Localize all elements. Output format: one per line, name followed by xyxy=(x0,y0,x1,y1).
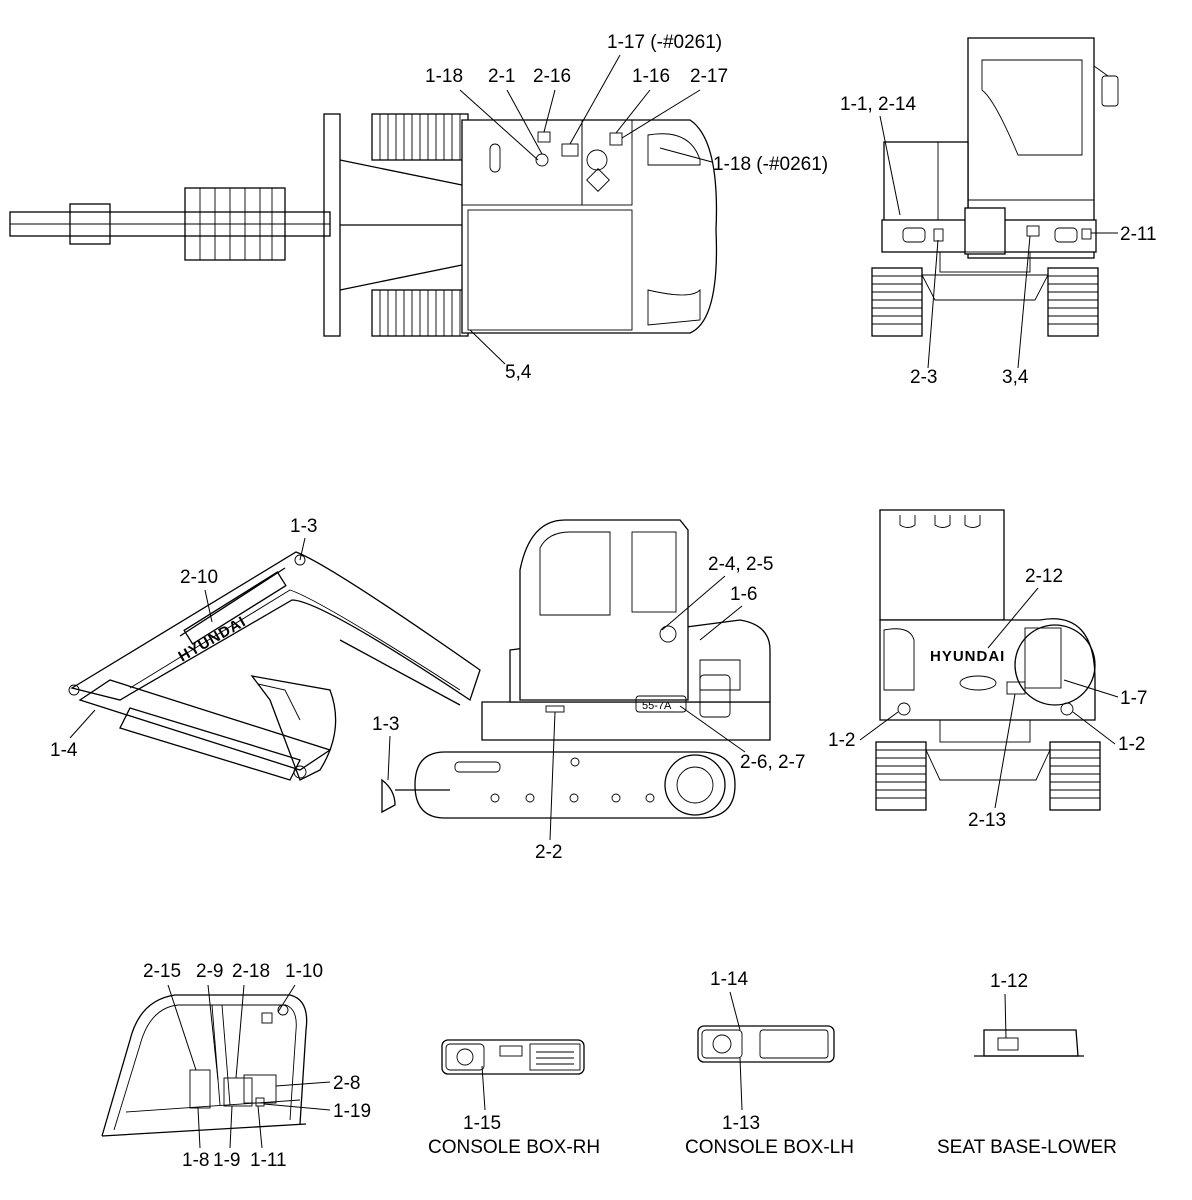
side-view xyxy=(68,519,771,819)
callout-1-7: 1-7 xyxy=(1120,688,1147,709)
callout-1-11: 1-11 xyxy=(250,1150,287,1171)
callout-1-4: 1-4 xyxy=(50,740,78,761)
callout-2-18: 2-18 xyxy=(232,961,270,982)
callout-2-12: 2-12 xyxy=(1025,566,1063,587)
callout-1-16: 1-16 xyxy=(632,66,670,87)
seat-base-lower xyxy=(974,1029,1084,1057)
callout-1-12: 1-12 xyxy=(990,971,1028,992)
cab-interior xyxy=(101,994,308,1137)
callout-2-2: 2-2 xyxy=(535,842,562,863)
callout-2-4-2-5: 2-4, 2-5 xyxy=(708,554,773,575)
callout-3-4: 3,4 xyxy=(1002,367,1029,388)
callout-1-3-blade: 1-3 xyxy=(372,714,399,735)
callout-1-8: 1-8 xyxy=(182,1150,209,1171)
caption-console-box-rh: CONSOLE BOX-RH xyxy=(428,1137,600,1158)
console-box-lh xyxy=(697,1025,835,1063)
callout-2-3: 2-3 xyxy=(910,367,937,388)
callout-1-15: 1-15 xyxy=(463,1113,501,1134)
callout-2-8: 2-8 xyxy=(333,1073,360,1094)
boom-brand-text: HYUNDAI xyxy=(176,613,250,665)
callout-2-11: 2-11 xyxy=(1120,224,1157,245)
callout-1-9: 1-9 xyxy=(213,1150,240,1171)
model-badge: 55-7A xyxy=(642,700,672,712)
callout-5-4: 5,4 xyxy=(505,362,532,383)
callout-1-1-2-14: 1-1, 2-14 xyxy=(840,94,916,115)
callout-2-9: 2-9 xyxy=(196,961,223,982)
callout-1-2-left: 1-2 xyxy=(828,730,855,751)
callout-1-14: 1-14 xyxy=(710,969,748,990)
callout-2-16: 2-16 xyxy=(533,66,571,87)
callout-1-10: 1-10 xyxy=(285,961,323,982)
rear-view-cab xyxy=(871,37,1119,337)
rear-view-labels: 1-1, 2-14 2-11 2-3 3,4 xyxy=(840,94,1157,388)
callout-2-13: 2-13 xyxy=(968,810,1006,831)
caption-console-box-lh: CONSOLE BOX-LH xyxy=(685,1137,854,1158)
callout-1-2-right: 1-2 xyxy=(1118,734,1145,755)
side-view-labels: 1-3 2-10 2-4, 2-5 1-6 1-4 1-3 2-6, 2-7 2… xyxy=(50,516,805,863)
rear-brand-text: HYUNDAI xyxy=(930,648,1005,665)
back-view-labels: 2-12 1-7 1-2 1-2 2-13 xyxy=(828,566,1147,831)
back-view xyxy=(875,509,1101,811)
back-view-branding: HYUNDAI xyxy=(930,648,1005,665)
callout-1-6: 1-6 xyxy=(730,584,757,605)
callout-1-13: 1-13 xyxy=(722,1113,760,1134)
callout-2-10: 2-10 xyxy=(180,567,218,588)
cab-interior-labels: 2-15 2-9 2-18 1-10 2-8 1-19 1-8 1-9 1-11 xyxy=(143,961,371,1171)
callout-2-15: 2-15 xyxy=(143,961,181,982)
top-view xyxy=(9,113,718,337)
callout-2-1: 2-1 xyxy=(488,66,515,87)
console-box-rh xyxy=(441,1039,585,1075)
callout-1-18: 1-18 xyxy=(425,66,463,87)
caption-seat-base-lower: SEAT BASE-LOWER xyxy=(937,1137,1117,1158)
callout-1-3-boom: 1-3 xyxy=(290,516,317,537)
callout-1-19: 1-19 xyxy=(333,1101,371,1122)
callout-1-18-serial: 1-18 (-#0261) xyxy=(713,154,828,175)
callout-1-17: 1-17 (-#0261) xyxy=(607,32,722,53)
callout-2-17: 2-17 xyxy=(690,66,728,87)
top-view-labels: 1-17 (-#0261) 1-18 2-1 2-16 1-16 2-17 1-… xyxy=(425,32,828,383)
callout-2-6-2-7: 2-6, 2-7 xyxy=(740,752,805,773)
